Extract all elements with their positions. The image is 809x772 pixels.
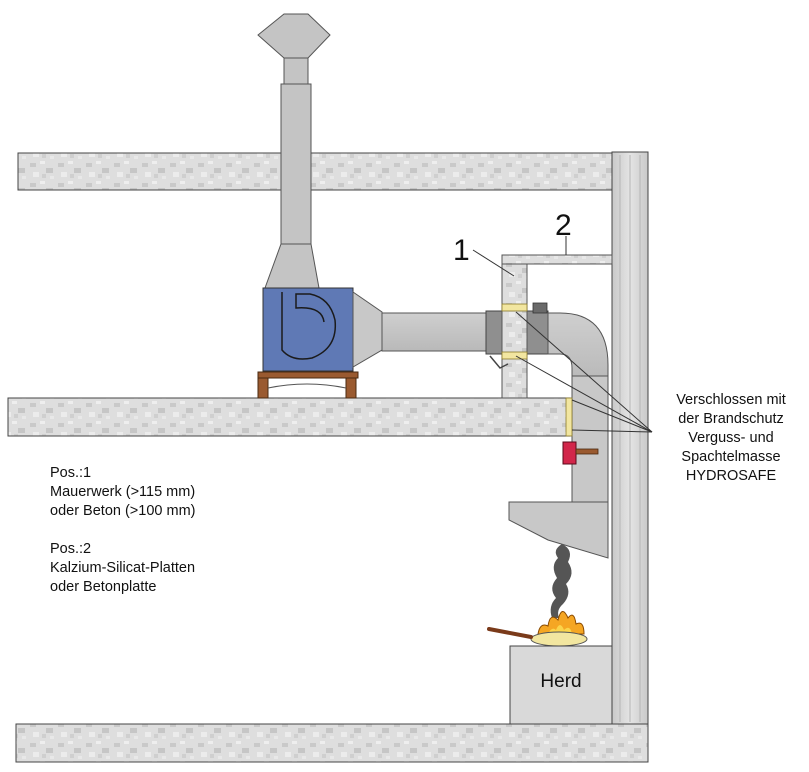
chimney-shaft (280, 83, 312, 245)
chimney-cap (257, 13, 331, 59)
seal-note: Verschlossen mit der Brandschutz Verguss… (676, 392, 786, 484)
pos1-line2: oder Beton (>100 mm) (50, 503, 195, 519)
wall-texture (619, 155, 641, 722)
frying-pan (530, 631, 588, 647)
seal-note-line: Verguss- und (688, 430, 773, 446)
pos2-plate (501, 254, 613, 265)
fire-damper-actuator (562, 441, 577, 465)
seal-note-line: HYDROSAFE (686, 468, 777, 484)
fan-scroll (281, 292, 337, 360)
sleeve-clamp (532, 302, 548, 314)
pos1-marker: 1 (453, 234, 470, 267)
pos1-title: Pos.:1 (50, 465, 91, 481)
seal-note-line: Spachtelmasse (681, 449, 780, 465)
fan-stand-leg-left (257, 377, 269, 399)
floor-sealant (565, 397, 573, 437)
upper-ceiling-slab (17, 152, 613, 191)
sealant-bottom (501, 351, 528, 360)
fan-stand-leg-right (345, 377, 357, 399)
chimney-funnel (264, 243, 320, 289)
fan-outlet-transition (352, 291, 383, 368)
pos1-line1: Mauerwerk (>115 mm) (50, 484, 195, 500)
stove (509, 645, 613, 725)
pos2-title: Pos.:2 (50, 541, 91, 557)
pan-flames (537, 611, 585, 635)
vertical-duct (571, 375, 609, 503)
position-legend: Pos.:1 Mauerwerk (>115 mm) oder Beton (>… (50, 465, 195, 595)
pos2-line1: Kalzium-Silicat-Platten (50, 560, 195, 576)
sealant-top (501, 303, 528, 312)
pos2-line2: oder Betonplatte (50, 579, 156, 595)
seal-leader-3 (571, 399, 653, 433)
seal-leader-4 (571, 429, 653, 433)
duct-elbow (547, 312, 609, 381)
seal-leader-1 (515, 311, 653, 433)
pos1-masonry-wall (501, 254, 528, 399)
pos1-leader (472, 249, 515, 277)
smoke-plume (550, 544, 572, 618)
seal-note-line: Verschlossen mit (676, 392, 786, 408)
middle-floor-slab (7, 397, 571, 437)
bottom-floor-slab (15, 723, 649, 763)
fire-damper-shaft (575, 448, 599, 455)
fan-stand-brace (267, 383, 347, 389)
fan-stand-top (257, 371, 359, 379)
fan-housing (262, 287, 354, 372)
horizontal-duct (381, 312, 487, 352)
pos2-marker: 2 (555, 209, 572, 242)
stove-label: Herd (540, 671, 581, 692)
extraction-hood (508, 501, 609, 559)
seal-leader-2 (515, 355, 653, 433)
frying-pan-handle (487, 627, 533, 639)
seal-note-line: der Brandschutz (678, 411, 784, 427)
sleeve-bracket (489, 355, 509, 369)
chimney-pipe (283, 57, 309, 85)
